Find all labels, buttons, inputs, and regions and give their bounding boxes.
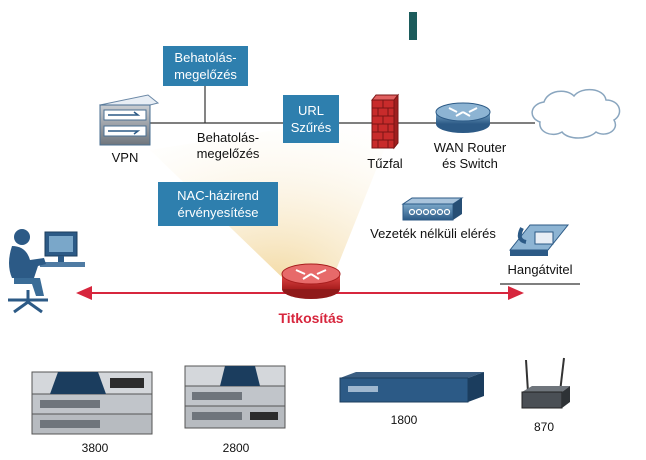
nac-box: NAC-házirend érvényesítése	[158, 182, 278, 226]
user-workstation-icon	[8, 229, 85, 314]
encryption-label: Titkosítás	[278, 310, 344, 326]
model-3800-label: 3800	[81, 441, 109, 455]
ips-text-label: Behatolás- megelőzés	[196, 130, 260, 161]
accent-bar	[409, 12, 417, 40]
model-2800-label: 2800	[222, 441, 250, 455]
vpn-label: VPN	[111, 150, 139, 165]
model-1800-label: 1800	[390, 413, 418, 427]
router-1800-image	[339, 372, 484, 403]
router-870-image	[521, 357, 570, 409]
voice-label: Hangátvitel	[507, 262, 573, 277]
url-filter-box: URL Szűrés	[283, 95, 339, 143]
wan-router-icon	[435, 102, 491, 133]
url-filter-label: URL Szűrés	[290, 103, 332, 135]
cloud-icon	[531, 88, 621, 139]
router-2800-image	[184, 365, 286, 429]
model-870-label: 870	[533, 420, 555, 434]
ips-box: Behatolás- megelőzés	[163, 46, 248, 86]
wireless-label: Vezeték nélküli elérés	[370, 226, 496, 241]
nac-label: NAC-házirend érvényesítése	[177, 188, 259, 220]
vpn-icon	[98, 94, 160, 146]
firewall-icon	[370, 93, 400, 150]
wan-label: WAN Router és Switch	[433, 140, 507, 171]
ips-box-label: Behatolás- megelőzés	[174, 50, 237, 82]
router-3800-image	[31, 371, 153, 435]
firewall-label: Tűzfal	[367, 156, 403, 171]
wireless-ap-icon	[401, 197, 464, 221]
central-router-icon	[281, 263, 341, 299]
ip-phone-icon	[508, 224, 570, 256]
